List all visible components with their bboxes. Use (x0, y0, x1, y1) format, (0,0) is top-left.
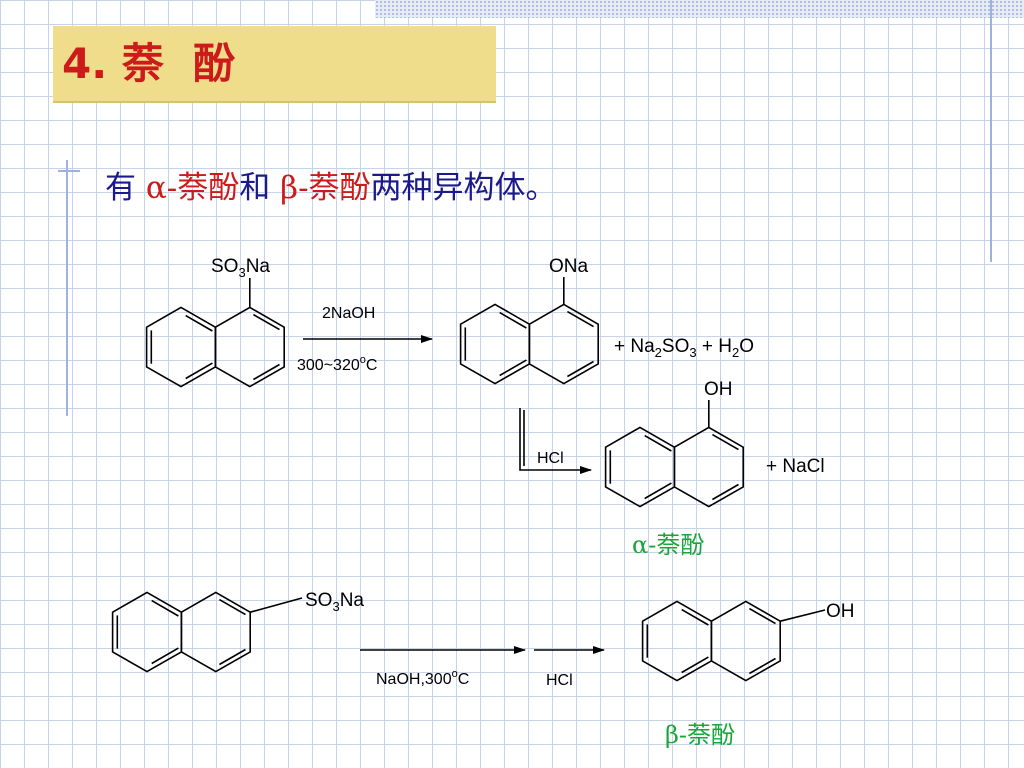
arrow-1-condition: 300~320oC (297, 354, 377, 374)
reactant-2-group-label: SO3Na (305, 590, 364, 614)
alpha-naphthol-label: α-萘酚 (632, 531, 705, 559)
left-decoration-line (66, 160, 68, 416)
arrow-3-reagent: HCl (546, 672, 573, 689)
slide-title: 4. 萘 酚 (62, 39, 236, 88)
arrow-2-condition: NaOH,300oC (376, 668, 469, 688)
beta-naphthol-label: β-萘酚 (665, 721, 735, 749)
top-decoration-band (375, 0, 1024, 18)
naphthalene-structure-alpha-naphthol (604, 400, 745, 508)
naphthalene-structure-reactant-2 (111, 591, 303, 673)
hcl-arrow (519, 408, 592, 474)
subtitle-part-3: 和 (239, 170, 271, 206)
reactant-1-group-label: SO3Na (211, 256, 270, 280)
byproducts-label: + Na2SO3 + H2O (614, 336, 754, 360)
naphthalene-structure-beta-naphthol (641, 600, 826, 682)
subtitle-beta-naphthol: β-萘酚 (280, 170, 371, 206)
naphthalene-structure-reactant-1 (145, 278, 286, 388)
title-background (53, 26, 496, 103)
naphthoxide-group-label: ONa (549, 256, 589, 277)
left-decoration-tick (58, 170, 80, 172)
naphthalene-structure-naphthoxide (459, 277, 600, 385)
subtitle-alpha-naphthol: α-萘酚 (145, 170, 240, 206)
subtitle-part-5: 两种异构体。 (370, 170, 557, 206)
subtitle-part-1: 有 (105, 170, 136, 206)
subtitle-line: 有 α-萘酚和 β-萘酚两种异构体。 (105, 166, 557, 210)
right-decoration-line (990, 0, 992, 262)
arrow-1-reagent: 2NaOH (322, 305, 375, 322)
nacl-byproduct-label: + NaCl (766, 456, 825, 477)
alpha-naphthol-group-label: OH (704, 379, 733, 400)
hcl-reagent-label: HCl (537, 450, 564, 467)
beta-naphthol-group-label: OH (826, 601, 855, 622)
